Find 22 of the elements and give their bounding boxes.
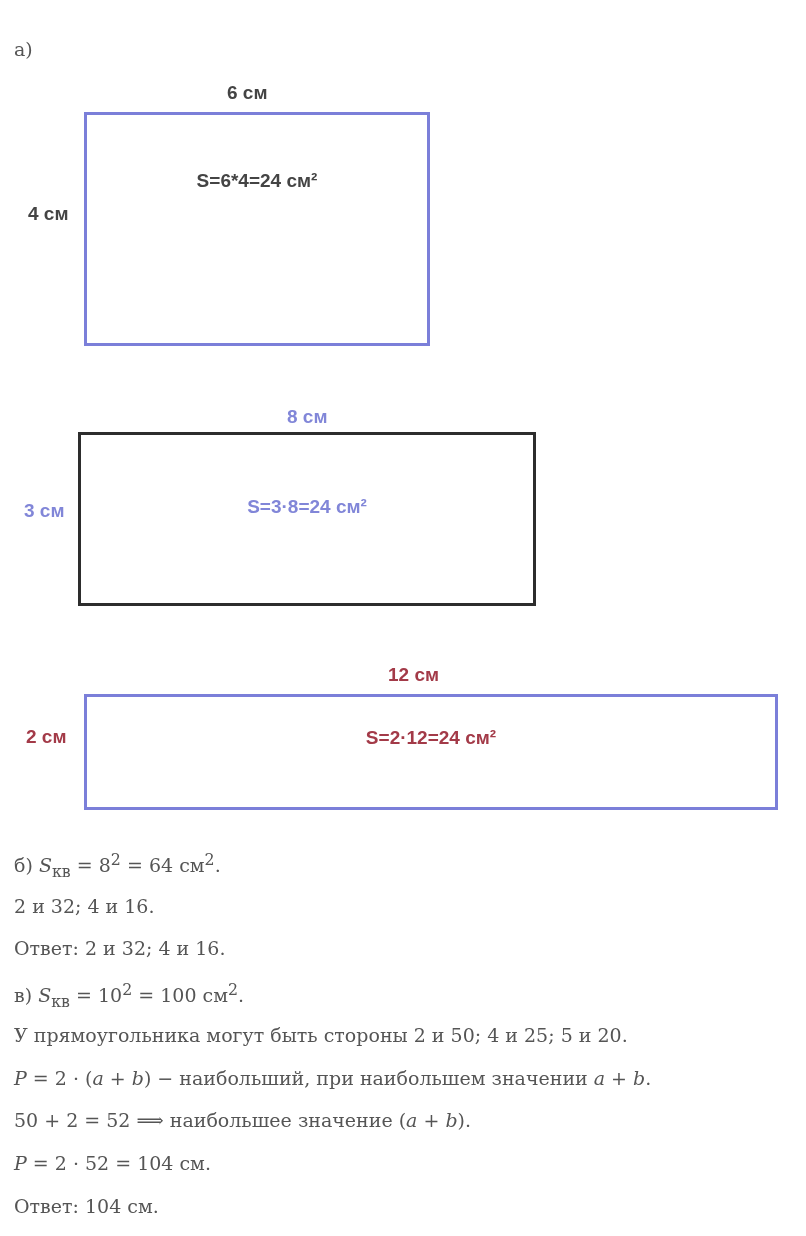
solution-line: P = 2 · 52 = 104 см.	[14, 1152, 211, 1174]
dimension: 4 см	[28, 203, 69, 225]
answer-text: Ответ: 104 см.	[14, 1195, 159, 1217]
solution-line: P = 2 · (a + b) − наибольший, при наибольшем значении a + b.	[14, 1067, 652, 1089]
rectangle	[78, 432, 536, 606]
dimension: 6 см	[227, 82, 268, 104]
solution-line: в) S$_{кв}$ = 10$^{2}$ = 100 см$^{2}$.	[14, 980, 245, 1012]
solution-line: 2 и 32; 4 и 16.	[14, 895, 155, 917]
area-formula: S=6*4=24 см²	[196, 170, 318, 192]
solution-line: У прямоугольника могут быть стороны 2 и 50; 4 и 25; 5 и 20.	[14, 1024, 628, 1046]
area-formula: S=2·12=24 см²	[365, 727, 497, 749]
solution-line: б) S$_{кв}$ = 8$^{2}$ = 64 см$^{2}$.	[14, 850, 221, 882]
area-formula: S=3·8=24 см²	[247, 496, 367, 518]
rectangle	[84, 112, 430, 346]
dimension: 8 см	[287, 406, 328, 428]
part-label: а)	[14, 38, 33, 60]
answer-text: Ответ: 2 и 32; 4 и 16.	[14, 937, 226, 959]
rectangle	[84, 694, 778, 810]
dimension: 2 см	[26, 726, 67, 748]
dimension: 3 см	[24, 500, 65, 522]
dimension: 12 см	[388, 664, 440, 686]
solution-line: 50 + 2 = 52 ⟹ наибольшее значение (a + b).	[14, 1109, 472, 1131]
